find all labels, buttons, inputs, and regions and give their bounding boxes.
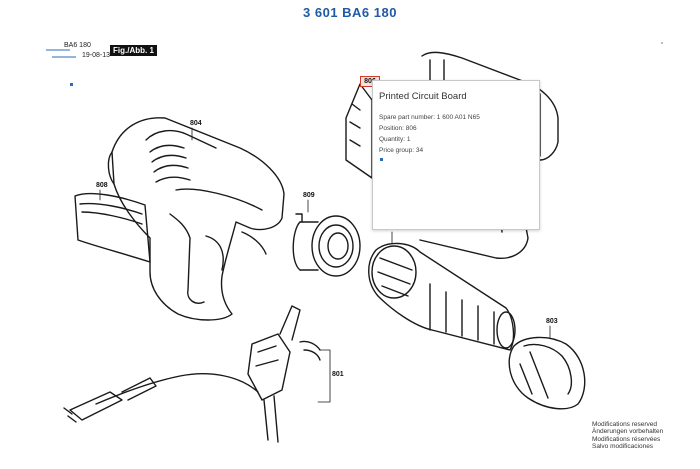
date-label: 19-08-13 (82, 52, 111, 59)
part-label-808[interactable]: 808 (96, 182, 108, 189)
part-809-fan (292, 213, 361, 277)
part-810-heater (368, 242, 516, 351)
tooltip-spare-part: Spare part number: 1 600 A01 N65 (379, 114, 480, 121)
part-info-tooltip: Printed Circuit Board Spare part number:… (372, 80, 540, 230)
part-label-801[interactable]: 801 (332, 371, 344, 378)
tooltip-position: Position: 806 (379, 125, 417, 132)
power-cord (63, 373, 259, 423)
figure-label: Fig./Abb. 1 (110, 45, 157, 56)
part-label-803[interactable]: 803 (546, 318, 558, 325)
part-806-pcb (345, 83, 373, 179)
notice-line-fr: Modifications réservées (592, 435, 661, 443)
add-to-list-icon[interactable] (380, 158, 383, 161)
model-label: BA6 180 (64, 42, 91, 49)
tooltip-price-group: Price group: 34 (379, 147, 424, 154)
part-801-switch (247, 305, 321, 443)
part-label-804-left[interactable]: 804 (190, 120, 202, 127)
notice-line-en: Modifications reserved (592, 421, 658, 428)
part-804-housing-left (107, 117, 285, 321)
part-803-nozzle (508, 336, 586, 410)
nav-dot-icon[interactable] (70, 83, 73, 86)
part-label-809[interactable]: 809 (303, 192, 315, 199)
header-decoration (46, 49, 76, 58)
page-title: 3 601 BA6 180 (303, 5, 397, 20)
tooltip-quantity: Quantity: 1 (379, 136, 411, 143)
modifications-notice: Modifications reserved Änderungen vorbeh… (592, 421, 663, 451)
part-808-guard (74, 192, 151, 263)
notice-line-es: Salvo modificaciones (592, 443, 654, 451)
notice-line-de: Änderungen vorbehalten (592, 428, 664, 436)
tooltip-title: Printed Circuit Board (379, 91, 467, 102)
marker-icon (661, 42, 663, 44)
